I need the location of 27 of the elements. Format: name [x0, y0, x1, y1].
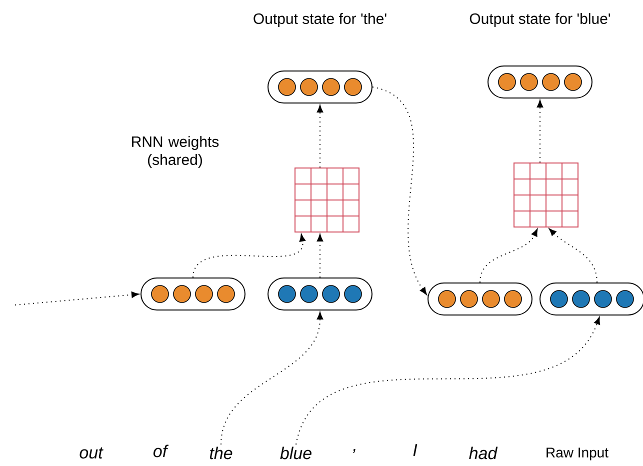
arrow	[316, 104, 324, 168]
arrow	[220, 312, 324, 446]
weights-label: RNN weights (shared)	[132, 136, 219, 168]
vector-capsule	[268, 278, 372, 310]
word: Raw Input	[546, 448, 608, 460]
weight-grid	[294, 168, 360, 232]
word: the	[210, 446, 232, 460]
word: had	[469, 446, 498, 460]
vector-capsule	[140, 278, 246, 310]
arrow	[296, 316, 600, 446]
word: of	[153, 444, 169, 458]
arrow	[14, 292, 140, 306]
heading: Output state for 'blue'	[470, 13, 610, 27]
vector-capsule	[428, 282, 532, 316]
arrow	[372, 86, 427, 295]
word: out	[80, 447, 104, 459]
arrow	[536, 100, 544, 163]
arrow	[316, 234, 324, 278]
weight-grid	[514, 162, 578, 228]
word: I	[413, 444, 418, 456]
word: ,	[352, 448, 356, 453]
arrow	[548, 228, 598, 283]
vector-capsule	[540, 282, 643, 316]
arrow	[192, 234, 306, 278]
heading: Output state for 'the'	[254, 13, 386, 27]
arrow	[480, 228, 538, 283]
word: blue	[280, 446, 312, 460]
